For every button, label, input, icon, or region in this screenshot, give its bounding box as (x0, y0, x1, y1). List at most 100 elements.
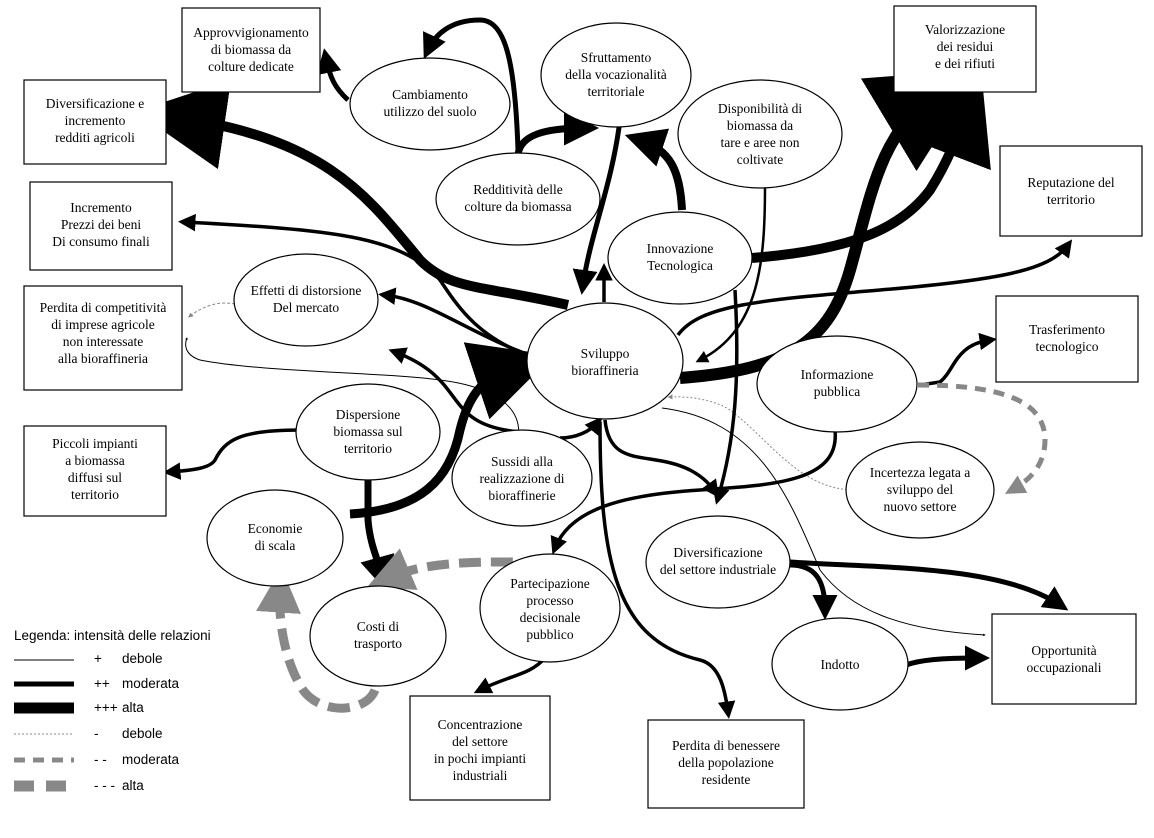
legend-item-strong-positive: +++ alta (14, 700, 144, 715)
legend-item-weak-positive: + debole (14, 651, 163, 666)
legend-item-weak-negative: - debole (14, 726, 163, 741)
edge-sviluppo-to-reputazione (676, 239, 1073, 337)
edge-incertezza-to-sviluppo (667, 394, 856, 491)
legend-label: alta (122, 778, 144, 793)
edge-innovazione-to-diversificazione-settore (712, 289, 739, 505)
edge-sviluppo-to-perdita-benessere (598, 421, 736, 719)
node-label: Indotto (821, 657, 860, 672)
legend-item-strong-negative: - - - alta (14, 778, 144, 793)
edge-sviluppo-to-diversificazione-settore (603, 419, 720, 498)
edge-innovazione-to-sfruttamento (624, 128, 686, 211)
edge-dispersione-to-piccoli-impianti (163, 428, 301, 480)
legend-label: moderata (122, 676, 180, 691)
edge-sfruttamento-to-sviluppo (572, 119, 623, 295)
edge-sviluppo-to-opportunita (661, 407, 986, 637)
edge-sviluppo-to-effetti-distorsione (378, 287, 539, 360)
edge-sviluppo-to-incremento-prezzi (178, 213, 541, 362)
legend-title: Legenda: intensità delle relazioni (14, 628, 211, 643)
edge-indotto-to-opportunita (905, 645, 990, 671)
edge-diversificazione-settore-to-indotto (789, 562, 838, 620)
edge-sviluppo-to-diversificazione-redditi (135, 80, 570, 310)
edge-innovazione-to-valorizzazione (751, 69, 991, 263)
legend-symbol: - - - (94, 778, 115, 793)
edge-effetti-distorsione-to-perdita-competitivita (187, 302, 241, 318)
legend-label: debole (122, 726, 163, 741)
edge-informazione-to-incertezza (917, 382, 1048, 494)
legend-label: moderata (122, 752, 180, 767)
edge-dispersione-to-costi-trasporto (360, 480, 395, 592)
edge-sussidi-to-effetti-distorsione (388, 347, 521, 434)
legend-item-moderate-positive: ++ moderata (14, 676, 180, 691)
edge-disponibilita-to-sviluppo (695, 184, 767, 363)
edges (135, 17, 1073, 719)
legend-symbol: ++ (94, 676, 110, 691)
edge-informazione-to-partecipazione (550, 429, 837, 555)
legend-symbol: - (94, 726, 99, 741)
legend: Legenda: intensità delle relazioni + deb… (14, 628, 211, 793)
legend-symbol: - - (94, 752, 107, 767)
edge-partecipazione-to-concentrazione (473, 656, 547, 694)
edge-cambiamento-suolo-to-approvvigionamento (316, 48, 350, 102)
legend-item-moderate-negative: - - moderata (14, 752, 180, 767)
node-indotto: Indotto (771, 617, 909, 711)
edge-diversificazione-settore-to-opportunita (789, 559, 1069, 611)
edge-informazione-to-trasferimento (919, 332, 997, 387)
legend-label: alta (122, 700, 144, 715)
edge-redditivita-to-cambiamento-suolo (423, 17, 521, 151)
legend-symbol: +++ (94, 700, 118, 715)
edge-sussidi-to-sviluppo (559, 416, 603, 440)
edge-redditivita-to-sfruttamento (514, 110, 599, 156)
edge-economie-scala-to-sviluppo (349, 342, 554, 519)
